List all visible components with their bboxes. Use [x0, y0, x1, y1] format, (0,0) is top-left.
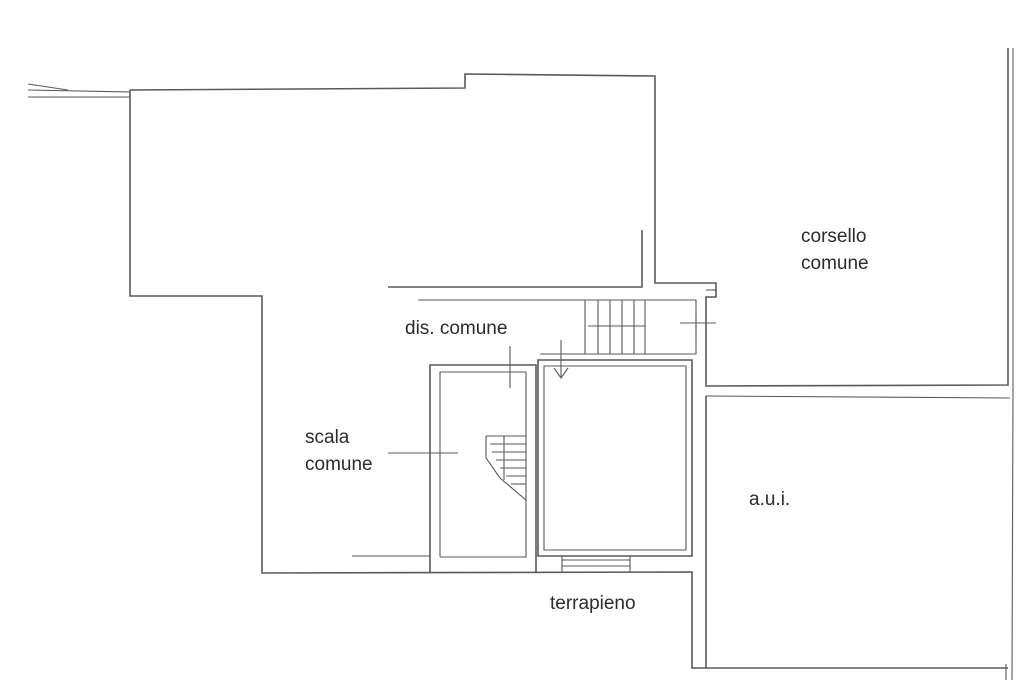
upper-stair — [584, 300, 716, 354]
corsello-line1: corsello — [801, 226, 867, 247]
winding-stair — [485, 435, 527, 501]
dis-comune-text: dis. comune — [405, 318, 508, 339]
down-arrow — [553, 340, 569, 379]
terrapieno-opening — [561, 556, 631, 572]
scala-line1: scala — [305, 427, 350, 448]
scala-line2: comune — [305, 454, 373, 475]
left-stub-walls — [27, 83, 131, 98]
label-aui: a.u.i. — [749, 486, 790, 513]
aui-text: a.u.i. — [749, 489, 791, 510]
terrapieno-text: terrapieno — [550, 593, 636, 614]
label-scala-comune: scala comune — [305, 424, 373, 478]
inner-room — [537, 359, 693, 557]
label-dis-comune: dis. comune — [405, 315, 507, 342]
partition-upper — [388, 230, 643, 288]
scala-shaft — [429, 364, 537, 572]
label-terrapieno: terrapieno — [550, 590, 636, 617]
outer-wall — [129, 48, 1009, 387]
left-wing-wall — [129, 90, 1008, 669]
right-boundary-lower — [1011, 391, 1014, 681]
label-corsello-comune: corsello comune — [801, 223, 869, 277]
corsello-line2: comune — [801, 253, 869, 274]
